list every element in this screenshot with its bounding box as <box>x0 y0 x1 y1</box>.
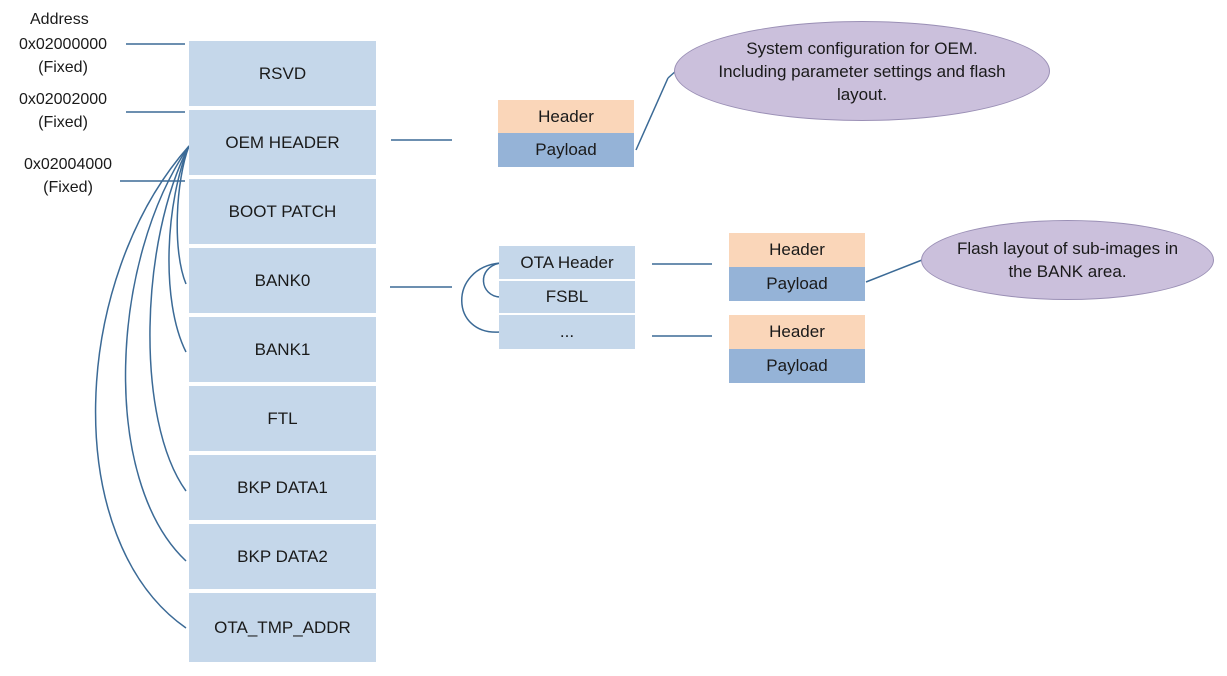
ref-arc-bkp2 <box>124 145 190 562</box>
oem-note-ellipse: System configuration for OEM. Including … <box>674 21 1050 121</box>
block-oem-header: OEM HEADER <box>189 110 376 177</box>
address-2-value: 0x02004000 <box>23 156 113 173</box>
address-0-note: (Fixed) <box>38 59 88 76</box>
bank-layout-more: ... <box>499 315 635 349</box>
bank-note-line <box>865 259 923 283</box>
address-2: 0x02004000 (Fixed) <box>15 153 121 199</box>
address-1: 0x02002000 (Fixed) <box>10 88 116 134</box>
sub-image-1-header: Header <box>729 233 865 267</box>
sub-image-1-payload: Payload <box>729 267 865 301</box>
block-ftl: FTL <box>189 386 376 453</box>
oem-image-header: Header <box>498 100 634 133</box>
block-rsvd: RSVD <box>189 41 376 108</box>
block-bank1: BANK1 <box>189 317 376 384</box>
block-bkp-data1: BKP DATA1 <box>189 455 376 522</box>
bank-note-text: Flash layout of sub-images in the BANK a… <box>956 239 1179 281</box>
layout-arc-fsbl <box>482 262 501 298</box>
ref-arc-bank1 <box>168 145 190 353</box>
address-1-note: (Fixed) <box>38 114 88 131</box>
bank-layout-fsbl: FSBL <box>499 281 635 315</box>
block-bank0: BANK0 <box>189 248 376 315</box>
sub-image-2-header: Header <box>729 315 865 349</box>
ref-arc-ota-tmp <box>94 145 190 629</box>
address-1-value: 0x02002000 <box>18 91 108 108</box>
block-bkp-data2: BKP DATA2 <box>189 524 376 591</box>
address-0-value: 0x02000000 <box>18 36 108 53</box>
ref-arc-bkp1 <box>149 145 190 492</box>
bank-note-ellipse: Flash layout of sub-images in the BANK a… <box>921 220 1214 300</box>
address-2-note: (Fixed) <box>43 179 93 196</box>
oem-image-payload: Payload <box>498 133 634 167</box>
oem-note-text: System configuration for OEM. Including … <box>718 38 1006 104</box>
bank-layout-ota-header: OTA Header <box>499 246 635 281</box>
address-0: 0x02000000 (Fixed) <box>10 33 116 79</box>
oem-note-line <box>635 77 669 151</box>
ref-arc-bank0 <box>176 145 190 285</box>
block-ota-tmp-addr: OTA_TMP_ADDR <box>189 593 376 662</box>
sub-image-2-payload: Payload <box>729 349 865 383</box>
layout-arc-more <box>461 262 501 333</box>
address-title: Address <box>30 11 89 28</box>
block-boot-patch: BOOT PATCH <box>189 179 376 246</box>
